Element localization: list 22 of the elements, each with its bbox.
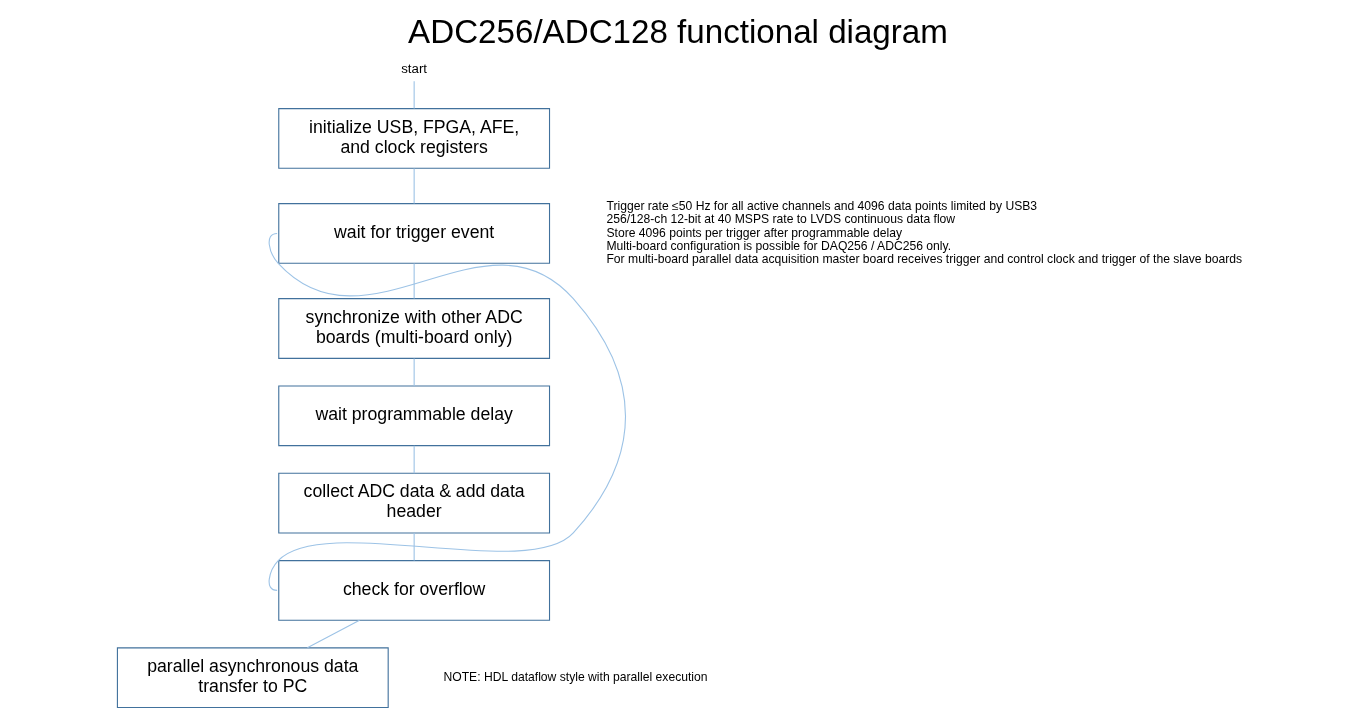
label: NOTE: HDL dataflow style with parallel execution — [442, 669, 708, 684]
connector — [413, 445, 415, 474]
label: For multi-board parallel data acquisition master board receives trigger and control clock and trigger of the slave boards — [605, 252, 1242, 267]
node-box: collect ADC data & add data header — [277, 472, 550, 534]
diagram-title: ADC256/ADC128 functional diagram — [407, 13, 948, 51]
node-box: parallel asynchronous data transfer to PC — [116, 647, 389, 709]
connector — [413, 167, 415, 205]
node-box: wait for trigger event — [277, 203, 550, 264]
node-box: check for overflow — [277, 560, 550, 621]
node-text: start — [400, 60, 427, 76]
node-box: wait programmable delay — [277, 385, 550, 447]
label: 256/128-ch 12-bit at 40 MSPS rate to LVDS continuous data flow — [605, 212, 955, 227]
connector — [413, 80, 415, 109]
connector — [306, 619, 360, 649]
connector — [268, 232, 626, 591]
connector — [413, 357, 415, 387]
label: Trigger rate ≤50 Hz for all active channels and 4096 data points limited by USB3 — [605, 199, 1037, 214]
connector — [413, 262, 415, 300]
node-box: initialize USB, FPGA, AFE, and clock registers — [277, 108, 550, 169]
label: Store 4096 points per trigger after programmable delay — [605, 225, 902, 240]
connector — [413, 532, 415, 562]
node-box: synchronize with other ADC boards (multi-board only) — [277, 298, 550, 359]
